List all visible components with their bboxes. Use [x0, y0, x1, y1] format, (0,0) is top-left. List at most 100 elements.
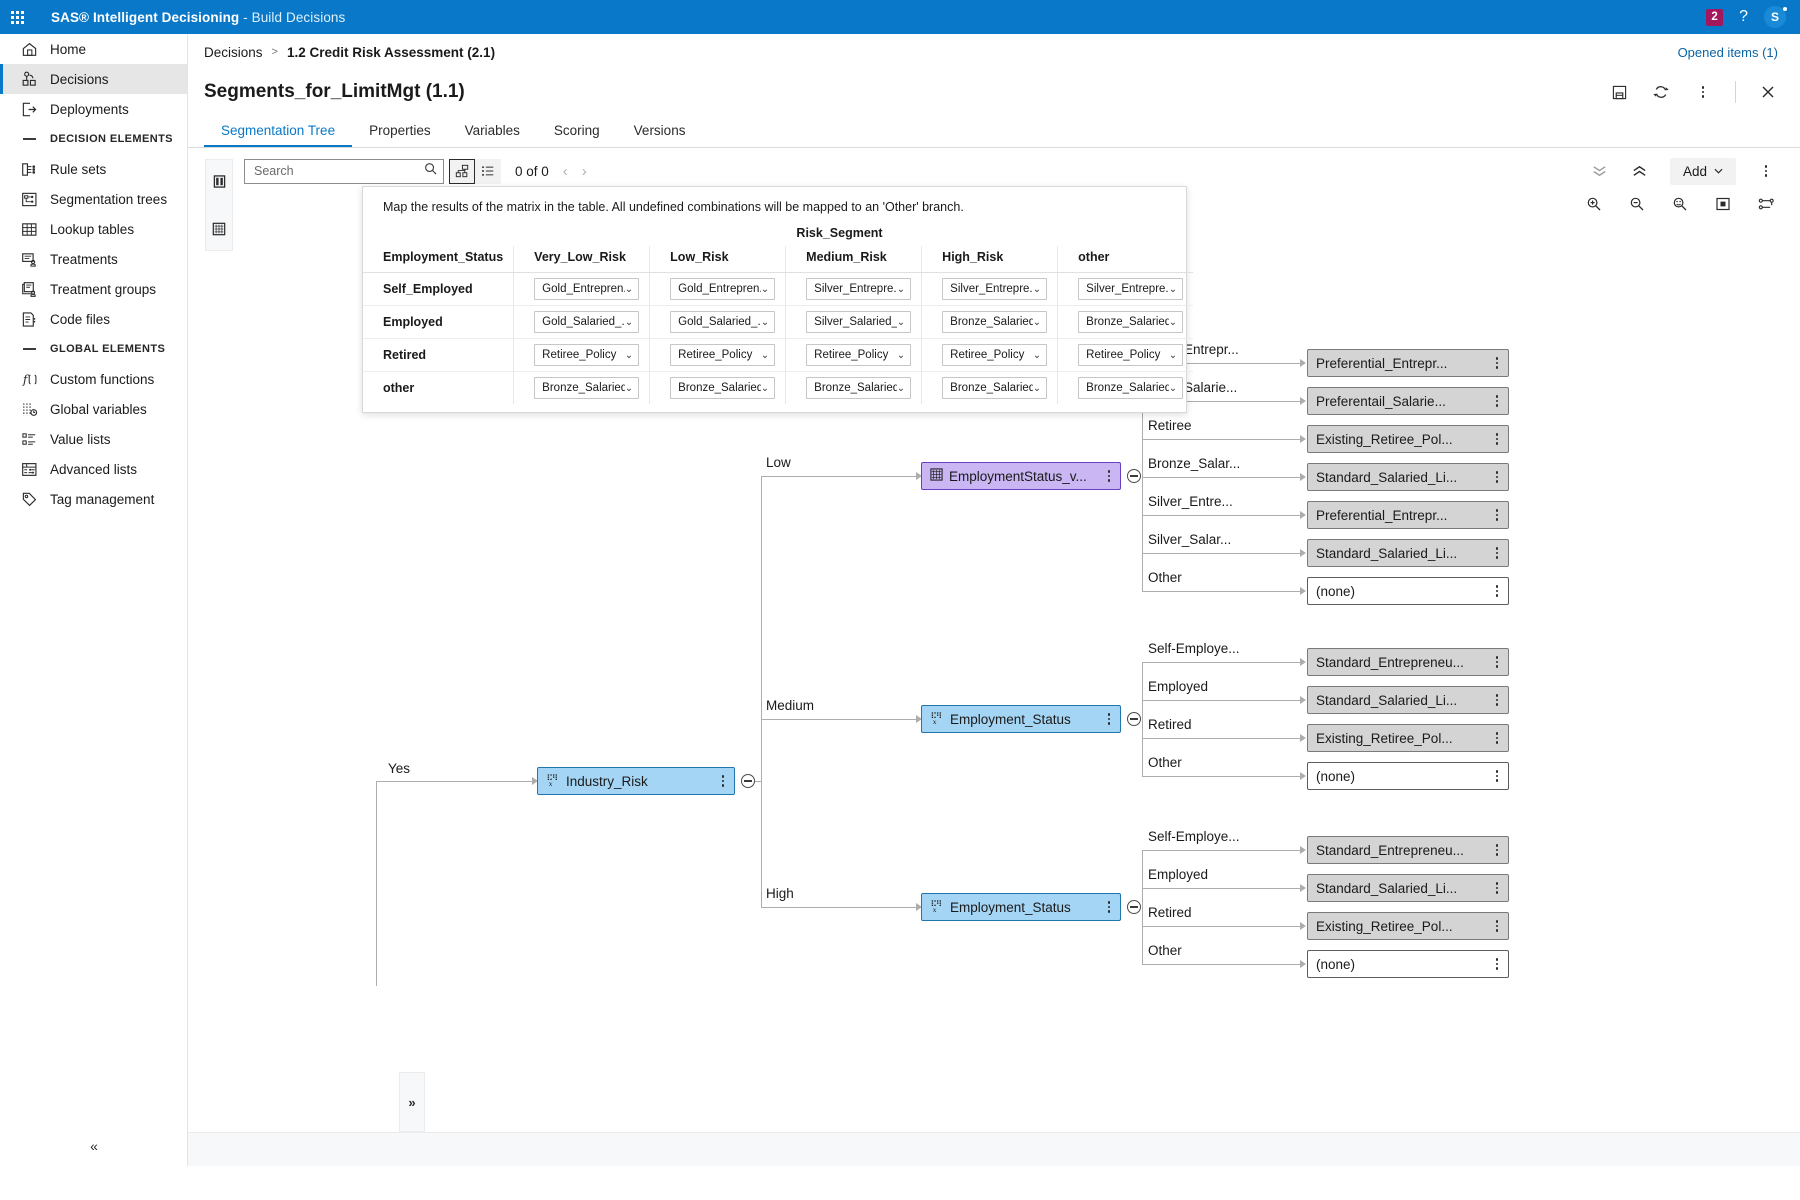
matrix-cell-dropdown[interactable]: Bronze_Salaried...⌄	[670, 377, 776, 399]
tree-view-icon[interactable]	[449, 158, 475, 184]
matrix-cell-dropdown[interactable]: Bronze_Salaried...⌄	[942, 377, 1048, 399]
matrix-cell-dropdown[interactable]: Retiree_Policy⌄	[670, 344, 776, 366]
node-more-options-icon[interactable]	[1490, 509, 1504, 521]
save-icon[interactable]	[1609, 82, 1629, 102]
close-icon[interactable]	[1758, 82, 1778, 102]
add-button[interactable]: Add	[1669, 157, 1736, 185]
node-more-options-icon[interactable]	[1490, 471, 1504, 483]
collapse-node-button[interactable]	[1127, 469, 1141, 483]
search-next-button[interactable]: ›	[581, 162, 587, 180]
matrix-cell-dropdown[interactable]: Silver_Entrepre...⌄	[806, 278, 912, 300]
leaf-node[interactable]: Preferentail_Salarie...	[1307, 387, 1509, 415]
breadcrumb-root[interactable]: Decisions	[204, 44, 263, 60]
search-icon[interactable]	[424, 162, 437, 180]
node-more-options-icon[interactable]	[1102, 470, 1116, 482]
list-view-icon[interactable]	[475, 158, 501, 184]
matrix-cell-dropdown[interactable]: Gold_Salaried_...⌄	[534, 311, 640, 333]
node-more-options-icon[interactable]	[1490, 357, 1504, 369]
sidebar-item-home[interactable]: Home	[0, 34, 187, 64]
node-more-options-icon[interactable]	[1102, 901, 1116, 913]
matrix-cell-dropdown[interactable]: Retiree_Policy⌄	[806, 344, 912, 366]
matrix-cell-dropdown[interactable]: Silver_Entrepre...⌄	[942, 278, 1048, 300]
tab-properties[interactable]: Properties	[369, 123, 431, 138]
node-more-options-icon[interactable]	[716, 775, 730, 787]
leaf-node[interactable]: (none)	[1307, 950, 1509, 978]
leaf-node[interactable]: Existing_Retiree_Pol...	[1307, 724, 1509, 752]
fit-page-icon[interactable]	[1713, 194, 1733, 214]
sidebar-item-lookup-tables[interactable]: Lookup tables	[0, 214, 187, 244]
leaf-node[interactable]: (none)	[1307, 577, 1509, 605]
leaf-node[interactable]: (none)	[1307, 762, 1509, 790]
expand-all-icon[interactable]	[1630, 161, 1650, 181]
sidebar-item-tag-management[interactable]: Tag management	[0, 484, 187, 514]
leaf-node[interactable]: Standard_Salaried_Li...	[1307, 874, 1509, 902]
matrix-grid-icon[interactable]	[207, 216, 231, 242]
leaf-node[interactable]: Preferential_Entrepr...	[1307, 349, 1509, 377]
canvas-more-options-icon[interactable]	[1756, 161, 1776, 181]
leaf-node[interactable]: Standard_Entrepreneu...	[1307, 836, 1509, 864]
sidebar-item-decisions[interactable]: Decisions	[0, 64, 187, 94]
leaf-node[interactable]: Existing_Retiree_Pol...	[1307, 912, 1509, 940]
node-more-options-icon[interactable]	[1490, 547, 1504, 559]
search-prev-button[interactable]: ‹	[562, 162, 568, 180]
matrix-cell-dropdown[interactable]: Bronze_Salaried...⌄	[942, 311, 1048, 333]
tree-node[interactable]: EmploymentStatus_v...	[921, 462, 1121, 490]
zoom-fit-icon[interactable]	[1670, 194, 1690, 214]
leaf-node[interactable]: Standard_Salaried_Li...	[1307, 686, 1509, 714]
leaf-node[interactable]: Preferential_Entrepr...	[1307, 501, 1509, 529]
node-more-options-icon[interactable]	[1490, 585, 1504, 597]
sidebar-item-rule-sets[interactable]: Rule sets	[0, 154, 187, 184]
collapse-all-icon[interactable]	[1590, 161, 1610, 181]
matrix-cell-dropdown[interactable]: Gold_Salaried_...⌄	[670, 311, 776, 333]
matrix-cell-dropdown[interactable]: Retiree_Policy⌄	[942, 344, 1048, 366]
opened-items-link[interactable]: Opened items (1)	[1677, 44, 1778, 60]
search-input-wrapper[interactable]	[244, 158, 444, 184]
sidebar-item-advanced-lists[interactable]: Advanced lists	[0, 454, 187, 484]
sidebar-item-deployments[interactable]: Deployments	[0, 94, 187, 124]
node-more-options-icon[interactable]	[1490, 844, 1504, 856]
leaf-node[interactable]: Standard_Entrepreneu...	[1307, 648, 1509, 676]
breadcrumb-current[interactable]: 1.2 Credit Risk Assessment (2.1)	[286, 44, 496, 60]
avatar[interactable]: S	[1764, 6, 1787, 28]
matrix-cell-dropdown[interactable]: Gold_Entrepren...⌄	[534, 278, 640, 300]
matrix-cell-dropdown[interactable]: Silver_Entrepre...⌄	[1078, 278, 1184, 300]
leaf-node[interactable]: Standard_Salaried_Li...	[1307, 463, 1509, 491]
node-more-options-icon[interactable]	[1490, 433, 1504, 445]
split-panel-icon[interactable]	[207, 168, 231, 194]
sidebar-item-treatments[interactable]: Treatments	[0, 244, 187, 274]
matrix-cell-dropdown[interactable]: Bronze_Salaried...⌄	[534, 377, 640, 399]
tab-segmentation-tree[interactable]: Segmentation Tree	[204, 114, 353, 147]
matrix-cell-dropdown[interactable]: Retiree_Policy⌄	[534, 344, 640, 366]
tab-scoring[interactable]: Scoring	[553, 123, 600, 138]
help-icon[interactable]: ?	[1739, 8, 1748, 25]
node-more-options-icon[interactable]	[1490, 395, 1504, 407]
sidebar-item-global-variables[interactable]: Global variables	[0, 394, 187, 424]
leaf-node[interactable]: Existing_Retiree_Pol...	[1307, 425, 1509, 453]
node-more-options-icon[interactable]	[1490, 732, 1504, 744]
node-more-options-icon[interactable]	[1102, 713, 1116, 725]
notification-badge[interactable]: 2	[1706, 8, 1724, 26]
tab-variables[interactable]: Variables	[464, 123, 520, 138]
matrix-cell-dropdown[interactable]: Silver_Salaried_...⌄	[806, 311, 912, 333]
refresh-icon[interactable]	[1651, 82, 1671, 102]
zoom-out-icon[interactable]	[1627, 194, 1647, 214]
sidebar-item-segmentation-trees[interactable]: Segmentation trees	[0, 184, 187, 214]
matrix-cell-dropdown[interactable]: Bronze_Salaried...⌄	[1078, 311, 1184, 333]
more-options-icon[interactable]	[1693, 82, 1713, 102]
leaf-node[interactable]: Standard_Salaried_Li...	[1307, 539, 1509, 567]
node-more-options-icon[interactable]	[1490, 958, 1504, 970]
search-input[interactable]	[254, 164, 424, 178]
matrix-cell-dropdown[interactable]: Bronze_Salaried...⌄	[806, 377, 912, 399]
sidebar-item-code-files[interactable]: Code files	[0, 304, 187, 334]
node-more-options-icon[interactable]	[1490, 656, 1504, 668]
sidebar-item-value-lists[interactable]: Value lists	[0, 424, 187, 454]
node-more-options-icon[interactable]	[1490, 770, 1504, 782]
sidebar-item-treatment-groups[interactable]: Treatment groups	[0, 274, 187, 304]
app-grid-icon[interactable]	[0, 0, 34, 34]
matrix-cell-dropdown[interactable]: Gold_Entrepren...⌄	[670, 278, 776, 300]
matrix-cell-dropdown[interactable]: Retiree_Policy⌄	[1078, 344, 1184, 366]
